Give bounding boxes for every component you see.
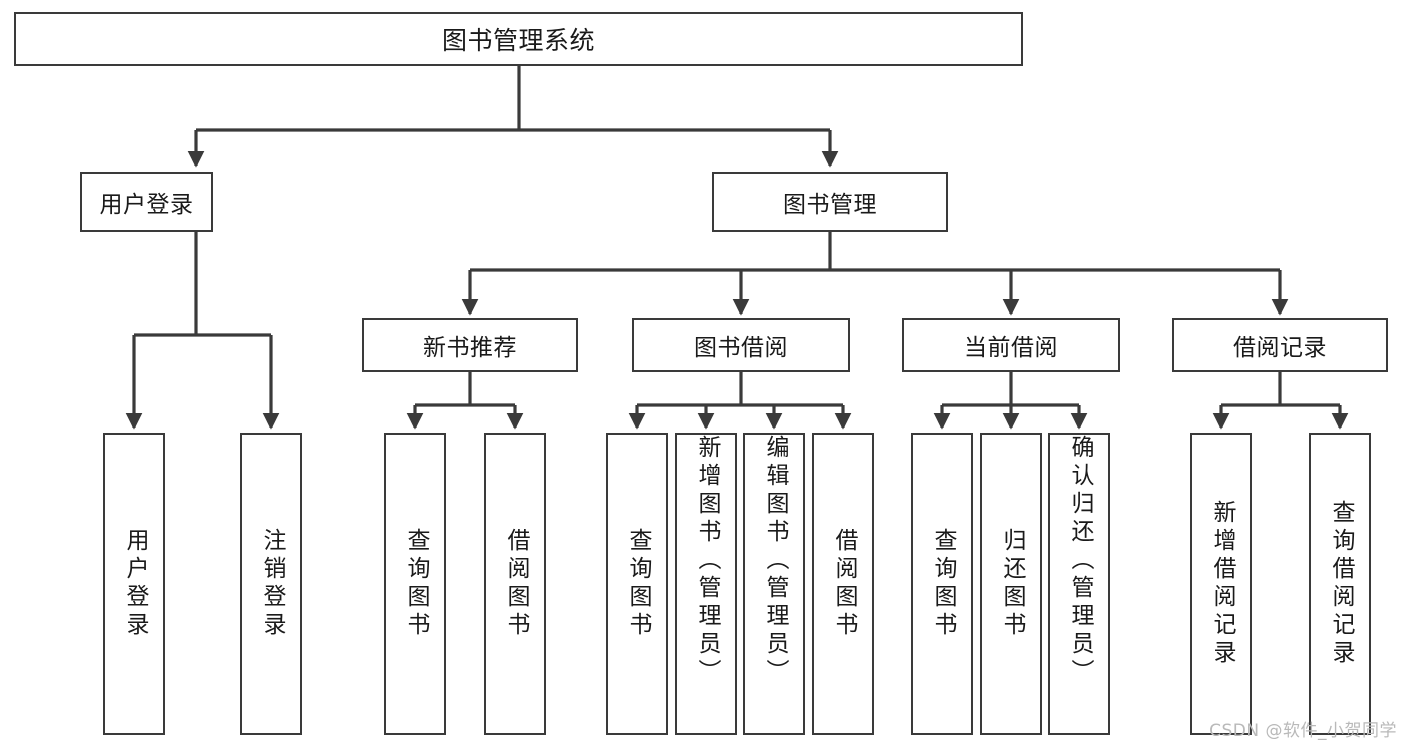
node-leaf-user-login[interactable]: 用户登录 bbox=[103, 433, 165, 735]
node-leaf-borrow-book-2[interactable]: 借阅图书 bbox=[812, 433, 874, 735]
node-leaf-return-book[interactable]: 归还图书 bbox=[980, 433, 1042, 735]
node-leaf-borrow-book-1-label: 借阅图书 bbox=[502, 528, 529, 640]
node-user-login[interactable]: 用户登录 bbox=[80, 172, 213, 232]
node-current-borrow[interactable]: 当前借阅 bbox=[902, 318, 1120, 372]
node-leaf-borrow-book-2-label: 借阅图书 bbox=[830, 528, 857, 640]
node-leaf-confirm-return-label: 确认归还（管理员） bbox=[1066, 435, 1093, 687]
node-book-management-label: 图书管理 bbox=[783, 192, 877, 218]
node-leaf-query-book-2-label: 查询图书 bbox=[624, 528, 651, 640]
node-leaf-query-book-1-label: 查询图书 bbox=[402, 528, 429, 640]
node-book-borrow[interactable]: 图书借阅 bbox=[632, 318, 850, 372]
node-leaf-return-book-label: 归还图书 bbox=[998, 528, 1025, 640]
node-leaf-add-book-label: 新增图书（管理员） bbox=[693, 435, 720, 687]
node-leaf-query-book-3-label: 查询图书 bbox=[929, 528, 956, 640]
node-leaf-user-login-label: 用户登录 bbox=[121, 528, 148, 640]
node-leaf-logout[interactable]: 注销登录 bbox=[240, 433, 302, 735]
node-leaf-query-record[interactable]: 查询借阅记录 bbox=[1309, 433, 1371, 735]
node-new-book-recommend-label: 新书推荐 bbox=[423, 335, 517, 361]
node-leaf-query-book-1[interactable]: 查询图书 bbox=[384, 433, 446, 735]
node-leaf-add-record-label: 新增借阅记录 bbox=[1208, 500, 1235, 668]
node-new-book-recommend[interactable]: 新书推荐 bbox=[362, 318, 578, 372]
node-leaf-query-book-2[interactable]: 查询图书 bbox=[606, 433, 668, 735]
node-leaf-edit-book-label: 编辑图书（管理员） bbox=[761, 435, 788, 687]
node-book-borrow-label: 图书借阅 bbox=[694, 335, 788, 361]
watermark: CSDN @软件_小贺同学 bbox=[1209, 721, 1397, 741]
node-book-management[interactable]: 图书管理 bbox=[712, 172, 948, 232]
node-current-borrow-label: 当前借阅 bbox=[964, 335, 1058, 361]
node-leaf-edit-book[interactable]: 编辑图书（管理员） bbox=[743, 433, 805, 735]
node-leaf-confirm-return[interactable]: 确认归还（管理员） bbox=[1048, 433, 1110, 735]
node-root[interactable]: 图书管理系统 bbox=[14, 12, 1023, 66]
node-leaf-query-record-label: 查询借阅记录 bbox=[1327, 500, 1354, 668]
node-leaf-logout-label: 注销登录 bbox=[258, 528, 285, 640]
node-user-login-label: 用户登录 bbox=[99, 192, 194, 218]
node-borrow-record-label: 借阅记录 bbox=[1233, 335, 1327, 361]
node-leaf-add-book[interactable]: 新增图书（管理员） bbox=[675, 433, 737, 735]
node-borrow-record[interactable]: 借阅记录 bbox=[1172, 318, 1388, 372]
node-leaf-add-record[interactable]: 新增借阅记录 bbox=[1190, 433, 1252, 735]
node-leaf-borrow-book-1[interactable]: 借阅图书 bbox=[484, 433, 546, 735]
node-root-label: 图书管理系统 bbox=[441, 26, 595, 55]
node-leaf-query-book-3[interactable]: 查询图书 bbox=[911, 433, 973, 735]
